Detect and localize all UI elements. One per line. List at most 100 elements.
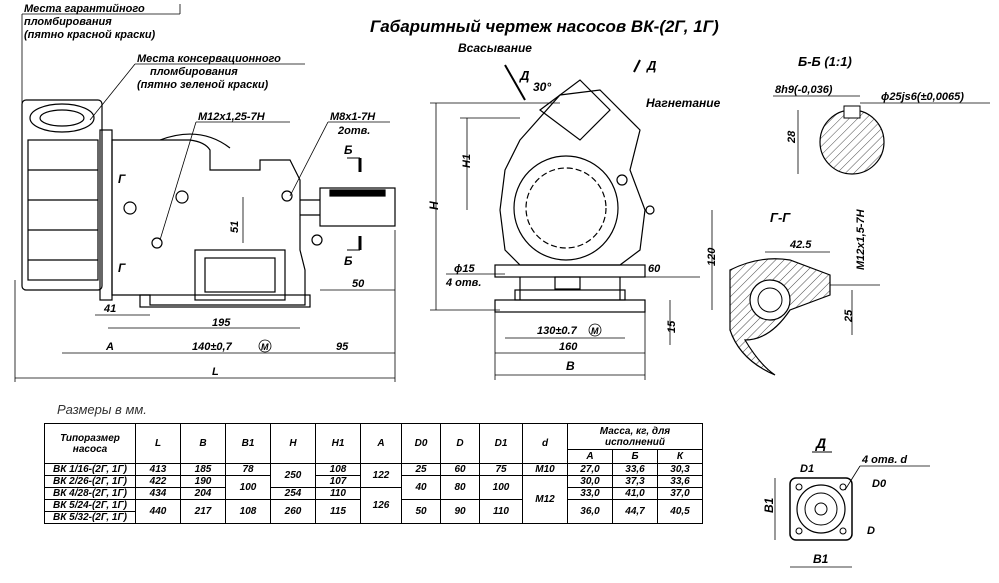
front-view <box>494 79 655 313</box>
th-L: L <box>135 423 181 464</box>
dim-thread-m12: М12х1,25-7Н <box>198 111 266 123</box>
cell-mass-A: 30,0 <box>567 475 613 488</box>
dim-B1-vertical: В1 <box>762 497 776 513</box>
cell-type: ВК 4/28-(2Г, 1Г) <box>44 487 136 500</box>
table-row: ВК 5/24-(2Г, 1Г) 440 217 108 260 115 50 … <box>44 499 703 524</box>
warranty-seal-note: Места гарантийного пломбирования (пятно … <box>21 3 181 280</box>
dim-28: 28 <box>786 130 798 144</box>
section-gg: Г-Г 42.5 М12х1,5-7Н 25 <box>729 208 880 376</box>
cell-H1: 115 <box>315 499 361 524</box>
cell-D1: 75 <box>479 463 523 476</box>
cell-type: ВК 1/16-(2Г, 1Г) <box>44 463 136 476</box>
table-row: ВК 5/32-(2Г, 1Г) <box>44 511 703 524</box>
cell-L: 422 <box>135 475 181 488</box>
cell-B: 217 <box>180 499 226 524</box>
dim-42-5: 42.5 <box>789 239 812 251</box>
cell-mass-B: 37,3 <box>612 475 658 488</box>
cell-type: ВК 5/24-(2Г, 1Г) <box>44 499 136 512</box>
warranty-seal-line-1: Места гарантийного <box>24 3 145 15</box>
dim-195: 195 <box>212 317 231 329</box>
cell-D: 60 <box>440 463 480 476</box>
cell-H: 260 <box>270 499 316 524</box>
cell-D0: 25 <box>401 463 441 476</box>
cell-L: 413 <box>135 463 181 476</box>
cell-B1: 108 <box>225 499 271 524</box>
cell-B: 204 <box>180 487 226 500</box>
section-gg-title: Г-Г <box>770 210 791 225</box>
cell-d: М12 <box>522 475 568 524</box>
label-angle-30: 30° <box>533 80 551 94</box>
dim-130-m-symbol: M <box>591 326 599 336</box>
section-bb: Б-Б (1:1) 8h9(-0,036) ϕ25js6(±0,0065) 28 <box>773 54 990 175</box>
units-note: Размеры в мм. <box>57 402 147 417</box>
table-row: ВК 2/26-(2Г, 1Г) 422 190 100 107 40 80 1… <box>44 475 703 524</box>
dim-thread-m8: М8х1-7Н <box>330 111 376 123</box>
cell-type: ВК 5/32-(2Г, 1Г) <box>44 511 136 524</box>
warranty-seal-line-2: пломбирования <box>24 16 112 28</box>
cell-D1: 100 <box>479 475 523 500</box>
cell-mass-A: 33,0 <box>567 487 613 500</box>
cell-H: 250 <box>270 463 316 488</box>
section-b-top: Б <box>344 143 353 157</box>
dim-41: 41 <box>103 303 116 315</box>
th-B1: В1 <box>225 423 271 464</box>
cell-mass-K: 40,5 <box>657 499 703 524</box>
cell-B: 185 <box>180 463 226 476</box>
cell-H1: 107 <box>315 475 361 488</box>
table-row: ВК 4/28-(2Г, 1Г) 434 204 254 110 126 33,… <box>44 487 703 524</box>
cell-mass-B: 44,7 <box>612 499 658 524</box>
dim-holes-4: 4 отв. <box>445 277 481 289</box>
th-A: А <box>360 423 402 464</box>
dim-holes-4d: 4 отв. d <box>861 454 907 466</box>
cell-D: 90 <box>440 499 480 524</box>
label-view-d-right: Д <box>646 58 657 73</box>
section-bb-markers: Б Б Г Г <box>118 143 362 275</box>
spec-table: Типоразмер насоса L В В1 Н Н1 А D0 D D1 … <box>44 423 703 524</box>
dim-D0: D0 <box>872 478 887 490</box>
cell-B: 190 <box>180 475 226 488</box>
th-mass: Масса, кг, для исполнений <box>567 423 703 450</box>
dim-160: 160 <box>559 341 578 353</box>
dim-D: D <box>867 525 875 537</box>
dim-50: 50 <box>352 278 365 290</box>
th-mass-B: Б <box>612 449 658 464</box>
cell-B1: 100 <box>225 475 271 500</box>
section-g-top: Г <box>118 172 126 186</box>
cell-D: 80 <box>440 475 480 500</box>
dim-130: 130±0.7 <box>537 325 578 337</box>
cell-B1: 78 <box>225 463 271 476</box>
cell-D1: 110 <box>479 499 523 524</box>
section-bb-title: Б-Б (1:1) <box>798 54 852 69</box>
cell-mass-K: 30,3 <box>657 463 703 476</box>
cell-mass-K: 37,0 <box>657 487 703 500</box>
cell-A: 126 <box>360 487 402 524</box>
dim-phi15: ϕ15 <box>454 263 475 275</box>
dim-D1: D1 <box>800 463 814 475</box>
cell-H: 254 <box>270 487 316 500</box>
side-view <box>21 99 396 308</box>
dim-B1-horizontal: В1 <box>813 552 829 566</box>
view-d: Д 4 отв. d D1 D0 D В1 В1 <box>762 435 930 568</box>
th-D: D <box>440 423 480 464</box>
table-row: ВК 1/16-(2Г, 1Г) 413 185 78 250 108 122 … <box>44 463 703 488</box>
dim-60: 60 <box>648 263 661 275</box>
front-view-labels: Всасывание Нагнетание Д 30° Д Н1 Н ϕ15 4… <box>427 41 721 380</box>
cell-D0: 50 <box>401 499 441 524</box>
conservation-seal-line-2: пломбирования <box>150 66 238 78</box>
cell-d: М10 <box>522 463 568 476</box>
label-view-d-arrow: Д <box>519 68 530 83</box>
dim-140-m-symbol: M <box>261 342 269 352</box>
label-suction: Всасывание <box>458 41 532 55</box>
cell-mass-B: 33,6 <box>612 463 658 476</box>
cell-mass-A: 27,0 <box>567 463 613 476</box>
cell-mass-A: 36,0 <box>567 499 613 524</box>
warranty-seal-line-3: (пятно красной краски) <box>24 29 156 41</box>
cell-H1: 108 <box>315 463 361 476</box>
cell-D0: 40 <box>401 475 441 500</box>
th-mass-A: А <box>567 449 613 464</box>
dim-25: 25 <box>843 309 855 323</box>
th-B: В <box>180 423 226 464</box>
conservation-seal-note: Места консервационного пломбирования (пя… <box>89 53 305 121</box>
dim-thread-gg: М12х1,5-7Н <box>855 208 867 270</box>
